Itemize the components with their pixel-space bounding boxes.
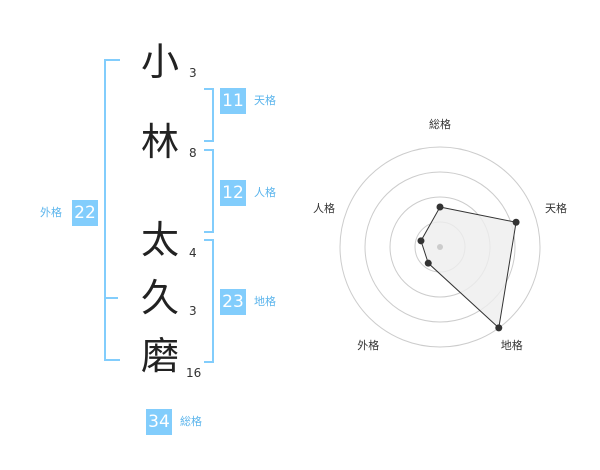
radar-grid-ring	[339, 146, 541, 348]
jinkaku-badge: 12	[220, 180, 246, 206]
tenkaku-label: 天格	[254, 94, 276, 107]
jinkaku-bracket	[204, 149, 214, 233]
soukaku-label: 総格	[180, 415, 202, 428]
chikaku-bracket	[204, 239, 214, 363]
chikaku-label: 地格	[254, 295, 276, 308]
name-character: 磨	[140, 334, 179, 378]
tenkaku-bracket	[204, 88, 214, 142]
radar-center-point	[437, 244, 443, 250]
radar-label-chikaku: 地格	[500, 338, 523, 352]
gaikaku-label: 外格	[40, 206, 62, 219]
radar-data-point	[495, 324, 503, 332]
stroke-count: 3	[189, 304, 197, 318]
gaikaku-badge: 22	[72, 200, 98, 226]
soukaku-badge: 34	[146, 409, 172, 435]
chikaku-badge: 23	[220, 289, 246, 315]
stroke-count: 8	[189, 146, 197, 160]
stroke-count: 3	[189, 66, 197, 80]
name-character: 小	[140, 40, 179, 84]
radar-data-point	[436, 203, 444, 211]
radar-data-polygon	[420, 206, 517, 329]
gaikaku-bracket-tick	[106, 297, 118, 299]
radar-data-point	[424, 259, 432, 267]
name-character: 太	[140, 218, 179, 262]
radar-data-point	[512, 218, 520, 226]
name-character: 久	[140, 276, 179, 320]
stroke-count: 16	[186, 366, 202, 380]
radar-grid-ring	[364, 171, 516, 323]
gaikaku-bracket	[104, 59, 120, 361]
radar-label-jinkaku: 人格	[312, 202, 335, 216]
jinkaku-label: 人格	[254, 186, 276, 199]
radar-data-point	[417, 237, 425, 245]
stroke-count: 4	[189, 246, 197, 260]
radar-label-gaikaku: 外格	[357, 338, 380, 352]
radar-label-tenkaku: 天格	[545, 202, 568, 216]
radar-label-soukaku: 総格	[429, 118, 451, 131]
tenkaku-badge: 11	[220, 88, 246, 114]
name-character: 林	[140, 120, 179, 164]
